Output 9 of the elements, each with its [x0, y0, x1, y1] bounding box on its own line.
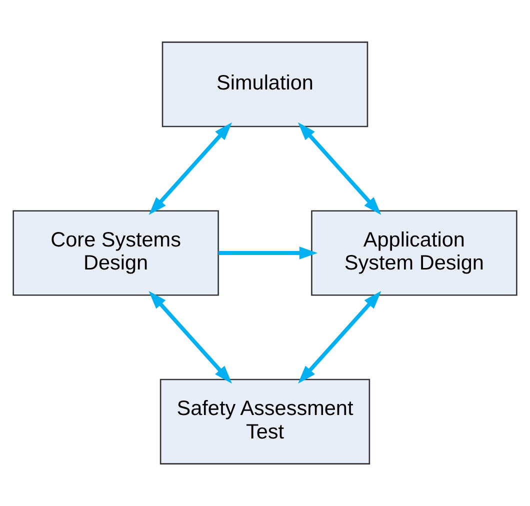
node-box: Application System Design [311, 210, 518, 296]
node-box: Core Systems Design [12, 210, 219, 296]
node-box: Simulation [162, 42, 368, 128]
arrow [298, 122, 382, 215]
arrow [298, 290, 382, 384]
node-box: Safety Assessment Test [160, 378, 370, 464]
arrow [148, 122, 232, 215]
arrow [218, 246, 318, 260]
arrow [148, 290, 232, 384]
